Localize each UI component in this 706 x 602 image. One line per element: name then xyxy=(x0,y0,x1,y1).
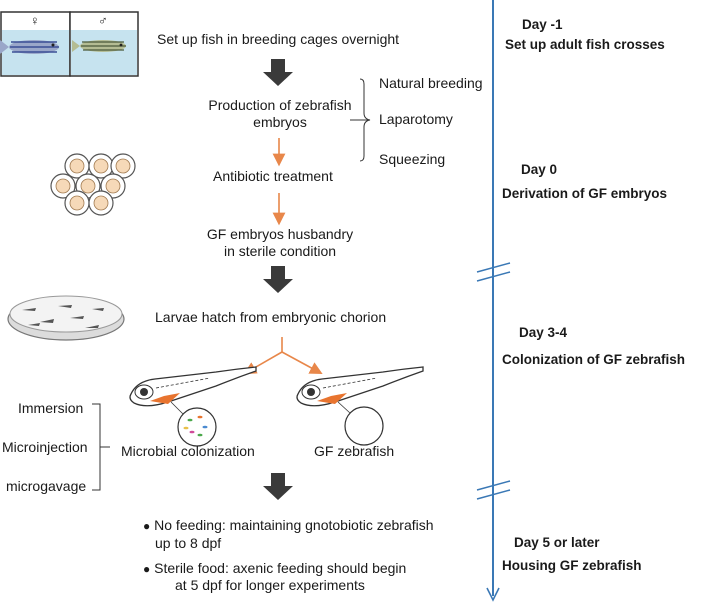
method-natural-breeding: Natural breeding xyxy=(379,75,483,91)
timeline-day-0: Day 0 xyxy=(521,162,558,177)
split-arrow-right xyxy=(281,351,323,375)
colonization-immersion: Immersion xyxy=(18,400,84,416)
step-hatch: Larvae hatch from embryonic chorion xyxy=(155,309,387,325)
step-antibiotic: Antibiotic treatment xyxy=(213,168,333,184)
timeline-day-minus1: Day -1 xyxy=(522,17,563,32)
step-setup: Set up fish in breeding cages overnight xyxy=(157,31,400,47)
dark-arrow-1 xyxy=(263,59,293,86)
dark-arrows xyxy=(263,59,293,500)
timeline-label-3-4: Colonization of GF zebrafish xyxy=(502,352,685,367)
timeline xyxy=(476,0,511,602)
timeline-day-3-4: Day 3-4 xyxy=(519,325,568,340)
colonization-brace xyxy=(92,403,110,491)
female-symbol: ♀ xyxy=(30,13,40,28)
breeding-cages-illustration xyxy=(0,11,139,77)
method-squeezing: Squeezing xyxy=(379,151,446,167)
colonized-larva-illustration xyxy=(129,366,257,447)
female-fish-icon xyxy=(0,40,59,54)
timeline-day-5: Day 5 or later xyxy=(514,535,600,550)
step-microbial-colonization: Microbial colonization xyxy=(121,443,255,459)
method-laparotomy: Laparotomy xyxy=(379,111,453,127)
colonization-microinjection: Microinjection xyxy=(2,439,88,455)
timeline-break-marks xyxy=(476,262,511,500)
step-gf-zebrafish: GF zebrafish xyxy=(314,443,395,459)
timeline-label-0: Derivation of GF embryos xyxy=(502,186,668,201)
timeline-label-minus1: Set up adult fish crosses xyxy=(505,37,665,52)
gf-larva-illustration xyxy=(296,366,424,446)
dark-arrow-2 xyxy=(263,266,293,293)
timeline-label-5: Housing GF zebrafish xyxy=(502,558,642,573)
embryo-cluster-illustration xyxy=(50,153,136,216)
dark-arrow-3 xyxy=(263,473,293,500)
petri-dish-illustration xyxy=(7,295,125,341)
male-symbol: ♂ xyxy=(98,13,108,28)
male-fish-icon xyxy=(72,40,126,52)
step-husbandry: GF embryos husbandry in sterile conditio… xyxy=(206,226,354,259)
colonization-microgavage: microgavage xyxy=(6,478,87,494)
step-production: Production of zebrafish embryos xyxy=(208,97,352,130)
housing-note-2: ● Sterile food: axenic feeding should be… xyxy=(143,560,407,593)
housing-note-1: ● No feeding: maintaining gnotobiotic ze… xyxy=(143,517,434,551)
